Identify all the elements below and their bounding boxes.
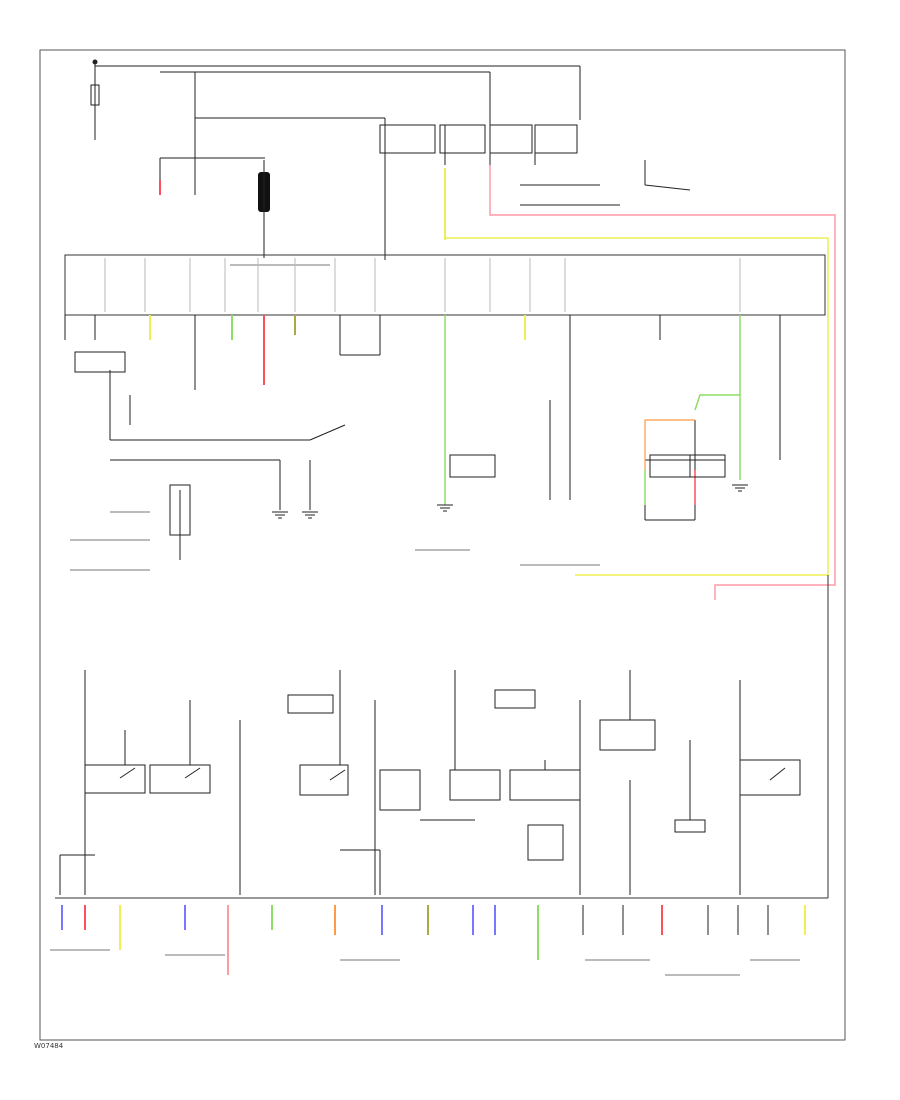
bottom-black-wires [582,905,769,935]
faint-label-marks [50,264,800,976]
diagram-code: W07484 [34,1042,64,1050]
fuse-dividers [104,258,741,312]
lower-relays [59,670,801,895]
fuse-output-wires [64,315,781,560]
top-right-relay [520,160,691,206]
ground-symbols [272,484,748,519]
bottom-colored-wires [61,905,806,975]
diagram-frame [39,49,846,1041]
battery-section [90,59,100,140]
top-bus-lines [95,65,581,260]
mid-components [74,351,726,536]
